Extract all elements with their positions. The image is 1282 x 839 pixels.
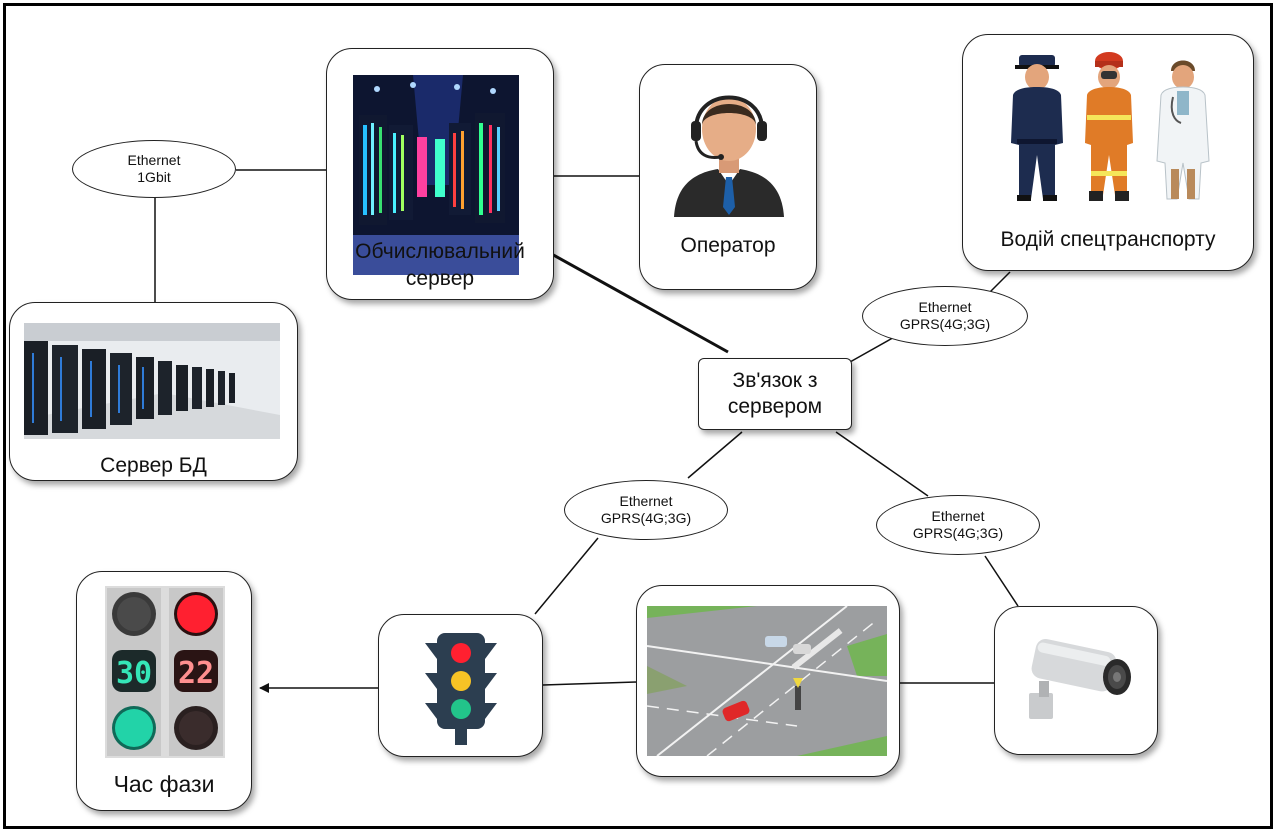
phase-time-node: 30 22 Час фази	[76, 571, 252, 811]
camera-node	[994, 606, 1158, 755]
link-hub-to-camera-oval	[835, 431, 929, 497]
hub-label-2: сервером	[727, 395, 823, 418]
intersection-image	[647, 606, 887, 756]
link-hub-to-tl-oval	[687, 431, 743, 479]
doctor-icon	[1156, 60, 1210, 200]
link-hub-to-driver-oval	[849, 334, 899, 363]
compute-server-label-2: сервер	[405, 267, 475, 290]
link-camera-oval-to-camera	[984, 555, 1019, 607]
oval-line-2: GPRS(4G;3G)	[912, 525, 1004, 541]
oval-line-2: GPRS(4G;3G)	[899, 316, 991, 332]
server-room-image	[353, 75, 519, 275]
operator-label: Оператор	[680, 234, 776, 257]
green-countdown-digits: 30	[116, 656, 152, 691]
operator-node: Оператор	[639, 64, 817, 290]
security-camera-icon	[1029, 638, 1131, 719]
oval-line-2: GPRS(4G;3G)	[600, 510, 692, 526]
special-driver-label: Водій спецтранспорту	[1000, 228, 1216, 251]
traffic-light-icon	[425, 633, 497, 745]
oval-line-1: Ethernet	[918, 299, 972, 315]
oval-line-2: 1Gbit	[137, 169, 171, 185]
oval-line-1: Ethernet	[931, 508, 985, 524]
link-tl-oval-to-traffic-light	[534, 537, 599, 615]
datacenter-image	[24, 323, 280, 439]
link-compute-to-hub	[547, 250, 729, 354]
intersection-node	[636, 585, 900, 777]
oval-line-1: Ethernet	[127, 152, 181, 168]
special-driver-node: Водій спецтранспорту	[962, 34, 1254, 271]
hub-label-1: Зв'язок з	[732, 369, 818, 392]
oval-line-1: Ethernet	[619, 493, 673, 509]
phase-time-label: Час фази	[113, 771, 215, 797]
operator-headset-icon	[674, 95, 784, 217]
red-countdown-digits: 22	[178, 656, 214, 691]
police-icon	[1011, 55, 1063, 201]
compute-server-node: Обчислювальний сервер	[326, 48, 554, 300]
gprs-driver-link-label: Ethernet GPRS(4G;3G)	[862, 286, 1028, 346]
db-server-node: Сервер БД	[9, 302, 298, 481]
server-connection-hub: Зв'язок з сервером	[698, 358, 852, 430]
db-server-label: Сервер БД	[100, 454, 207, 477]
firefighter-icon	[1085, 52, 1133, 201]
countdown-traffic-signal-icon: 30 22	[105, 586, 225, 758]
gprs-camera-link-label: Ethernet GPRS(4G;3G)	[876, 495, 1040, 555]
ethernet-1gbit-link-label: Ethernet 1Gbit	[72, 140, 236, 198]
traffic-light-node	[378, 614, 543, 757]
gprs-traffic-light-link-label: Ethernet GPRS(4G;3G)	[564, 480, 728, 540]
compute-server-label-1: Обчислювальний	[355, 240, 525, 263]
emergency-workers-icon	[1011, 52, 1210, 201]
link-traffic-light-to-intersection	[542, 681, 638, 686]
